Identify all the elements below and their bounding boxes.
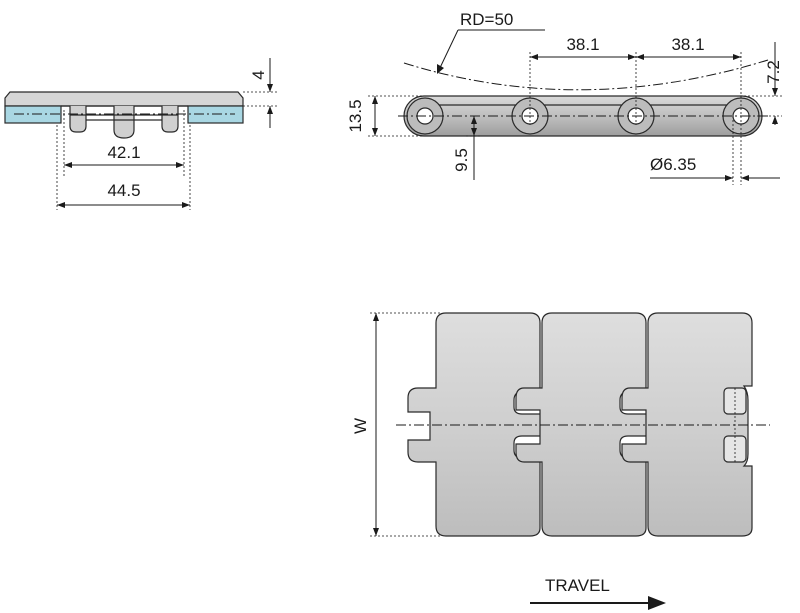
offset-label: 7.2 <box>764 60 783 84</box>
side-view: RD=50 38.1 <box>346 10 783 185</box>
travel-indicator: TRAVEL <box>530 576 666 610</box>
thickness-label: 4 <box>249 70 268 79</box>
height-label: 13.5 <box>346 99 365 132</box>
pin-diameter-label: Ø6.35 <box>650 155 696 174</box>
outer-width-label: 44.5 <box>107 181 140 200</box>
radius-label: RD=50 <box>460 10 513 29</box>
end-view: 4 42.1 44.5 <box>4 58 278 210</box>
travel-arrow-icon <box>648 596 666 610</box>
end-view-plate <box>4 91 244 107</box>
inner-width-label: 42.1 <box>107 143 140 162</box>
pitch-label-1: 38.1 <box>566 35 599 54</box>
top-view: W <box>351 312 770 537</box>
pitch-label-2: 38.1 <box>671 35 704 54</box>
end-view-hinge <box>61 105 188 139</box>
radius-arc <box>403 59 769 91</box>
width-label: W <box>351 418 370 434</box>
pin-height-label: 9.5 <box>452 148 471 172</box>
travel-label: TRAVEL <box>545 576 610 595</box>
